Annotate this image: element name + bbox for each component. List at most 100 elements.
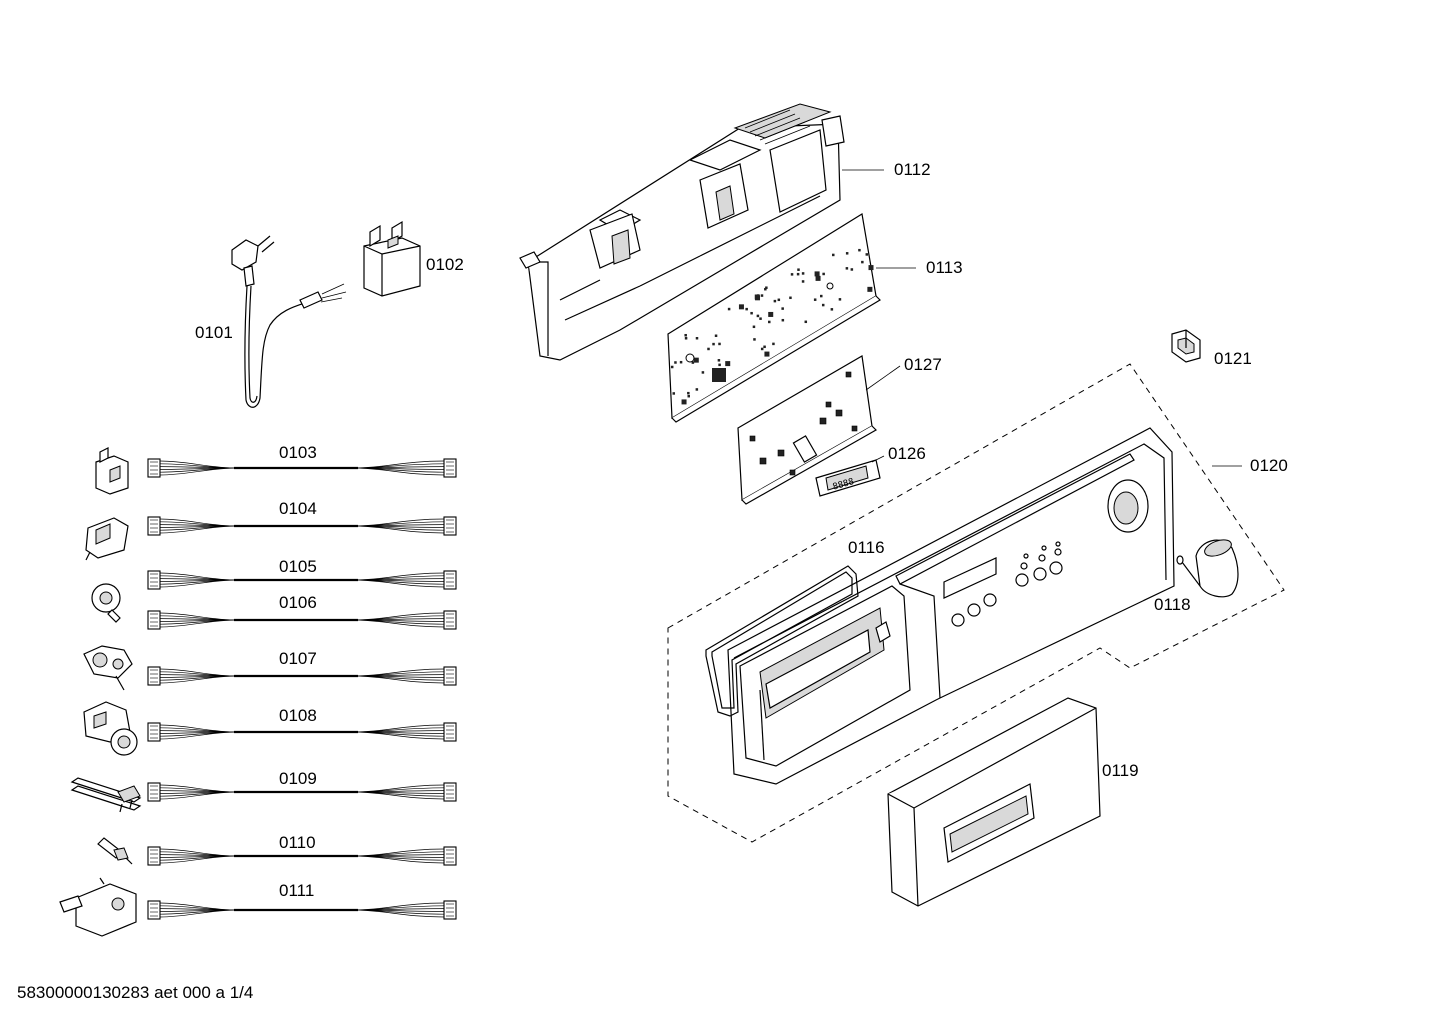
pcb-component xyxy=(759,317,762,320)
pcb-component xyxy=(777,298,781,302)
sensor-icon[interactable] xyxy=(97,837,133,865)
pcb-component xyxy=(764,287,767,291)
pcb-component xyxy=(674,361,677,364)
pressure-switch-icon[interactable] xyxy=(91,583,121,623)
pcb-component xyxy=(845,252,849,255)
pcb-component xyxy=(717,359,721,362)
drawer-handle-part[interactable] xyxy=(887,697,1101,907)
label-0116: 0116 xyxy=(848,538,885,557)
pcb-component xyxy=(790,273,794,276)
door-lock-icon[interactable] xyxy=(95,447,129,495)
pcb-components xyxy=(670,248,874,405)
harness-wire[interactable] xyxy=(147,458,457,478)
gasket-part[interactable] xyxy=(705,565,859,717)
power-cord-part[interactable] xyxy=(231,235,347,408)
pcb-component xyxy=(845,267,849,270)
harness-wire[interactable] xyxy=(147,900,457,920)
harness-wire[interactable] xyxy=(147,610,457,630)
pcb-component xyxy=(725,361,731,367)
harness-wire[interactable] xyxy=(147,516,457,536)
pcb-component xyxy=(832,253,835,257)
interference-filter-part[interactable] xyxy=(363,220,421,297)
pcb-component xyxy=(765,286,768,289)
clip-part[interactable] xyxy=(1171,329,1201,363)
harness-wire[interactable] xyxy=(147,666,457,686)
harness-wire[interactable] xyxy=(147,722,457,742)
pcb-component xyxy=(707,347,710,351)
pcb-component xyxy=(781,307,784,310)
label-0104: 0104 xyxy=(279,499,317,518)
pcb-component xyxy=(789,296,792,300)
pcb-component xyxy=(718,363,721,367)
pcb-component xyxy=(764,351,770,357)
pcb-component xyxy=(821,303,825,307)
pcb-component xyxy=(815,275,821,281)
harness-wire[interactable] xyxy=(147,846,457,866)
pcb-component xyxy=(738,304,744,310)
pcb-component xyxy=(797,268,800,271)
pcb-component xyxy=(712,342,715,346)
pcb-component xyxy=(773,299,777,303)
pcb-component xyxy=(695,336,699,340)
module-housing-part[interactable] xyxy=(519,103,845,361)
pcb-component xyxy=(801,272,805,275)
pcb-component xyxy=(772,342,775,346)
label-0105: 0105 xyxy=(279,557,317,576)
pcb-component xyxy=(687,394,690,398)
pcb-component xyxy=(760,347,764,351)
pcb-component xyxy=(813,298,817,301)
leader-0126 xyxy=(871,455,885,463)
pcb-capacitor xyxy=(685,353,695,363)
label-0108: 0108 xyxy=(279,706,317,725)
knob-part[interactable] xyxy=(1176,537,1239,598)
main-pcb-part[interactable] xyxy=(667,213,881,423)
pcb-component xyxy=(768,311,774,317)
pcb-component xyxy=(768,320,771,324)
pcb-component xyxy=(672,392,676,395)
pcb-component xyxy=(850,268,854,271)
pcb-component xyxy=(781,318,785,322)
door-switch-icon[interactable] xyxy=(85,517,129,561)
pcb-chip xyxy=(712,368,726,382)
label-0103: 0103 xyxy=(279,443,317,462)
harness-list xyxy=(59,447,457,937)
label-0126: 0126 xyxy=(888,444,926,463)
pcb-component xyxy=(861,260,864,264)
pcb-component xyxy=(684,333,687,337)
pcb-component xyxy=(756,314,760,318)
pcb-component xyxy=(681,399,687,405)
label-0120: 0120 xyxy=(1250,456,1288,475)
panel-assembly-outline xyxy=(667,363,1285,843)
label-0119: 0119 xyxy=(1102,761,1139,780)
pcb-component xyxy=(679,360,683,364)
label-0109: 0109 xyxy=(279,769,317,788)
pcb-component xyxy=(838,298,842,301)
label-0102: 0102 xyxy=(426,255,464,274)
pcb-component xyxy=(693,357,699,363)
label-0121: 0121 xyxy=(1214,349,1252,368)
pcb-component xyxy=(670,365,674,369)
pcb-component xyxy=(753,338,756,341)
label-0107: 0107 xyxy=(279,649,317,668)
label-0101: 0101 xyxy=(195,323,233,342)
pcb-component xyxy=(830,308,834,311)
display-pcb-part[interactable] xyxy=(737,355,877,505)
pcb-component xyxy=(760,294,764,297)
display-module-part[interactable]: 8888 xyxy=(815,459,881,497)
pcb-component xyxy=(804,320,808,324)
motor-icon[interactable] xyxy=(59,877,137,937)
pump-icon[interactable] xyxy=(83,701,138,756)
pcb-component xyxy=(701,371,705,374)
label-0106: 0106 xyxy=(279,593,317,612)
pcb-component xyxy=(687,391,690,395)
label-0110: 0110 xyxy=(279,833,316,852)
valve-icon[interactable] xyxy=(83,645,133,691)
pcb-component xyxy=(822,272,825,276)
control-panel-part[interactable] xyxy=(727,427,1175,785)
pcb-component xyxy=(745,307,748,311)
harness-wire[interactable] xyxy=(147,782,457,802)
heater-icon[interactable] xyxy=(70,777,142,813)
harness-wire[interactable] xyxy=(147,570,457,590)
pcb-component xyxy=(684,337,688,340)
pcb-component xyxy=(750,311,753,315)
